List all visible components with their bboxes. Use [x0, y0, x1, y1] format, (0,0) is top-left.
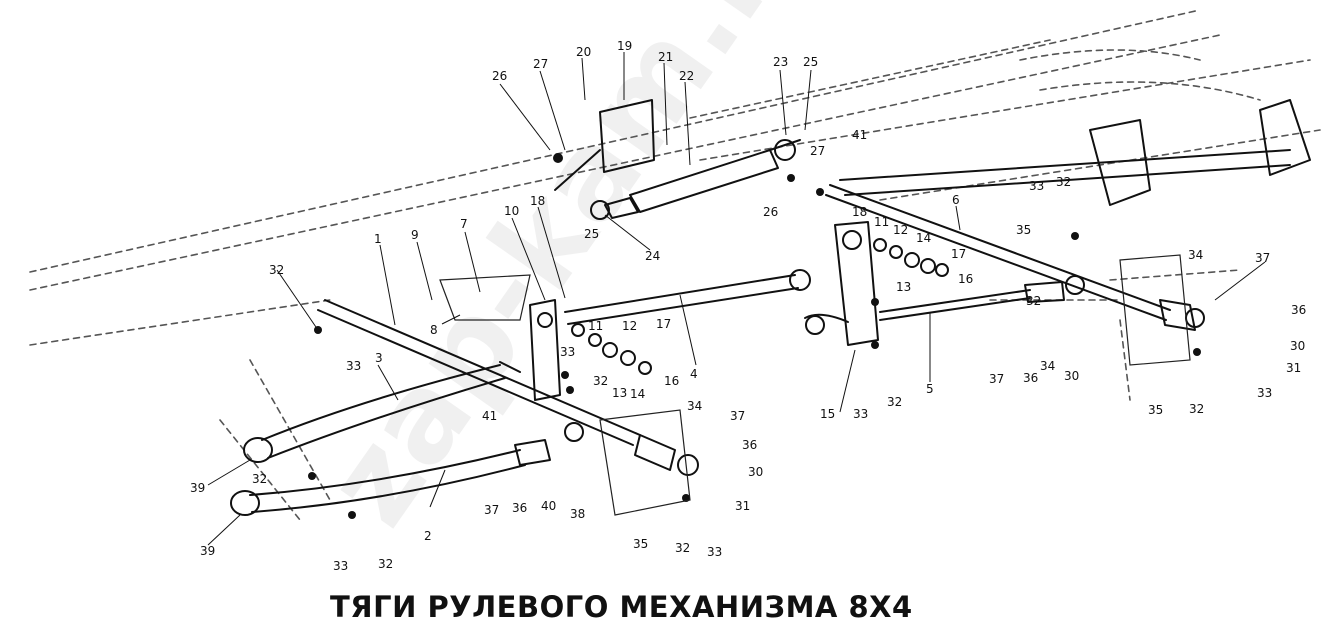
callout-34-rear: 34: [1188, 248, 1203, 262]
callout-14-rear: 14: [916, 231, 931, 245]
callout-34-mid: 34: [1040, 359, 1055, 373]
callout-32-f: 32: [887, 395, 902, 409]
callout-4: 4: [690, 367, 698, 381]
callout-16-rear: 16: [958, 272, 973, 286]
tie-rod-rear: [879, 275, 1085, 321]
callout-7: 7: [460, 217, 468, 231]
callout-36-rear: 36: [1291, 303, 1306, 317]
callout-2: 2: [424, 529, 432, 543]
callout-32-g: 32: [1056, 175, 1071, 189]
callout-20: 20: [576, 45, 591, 59]
callout-15: 15: [820, 407, 835, 421]
callout-32-b: 32: [252, 472, 267, 486]
tie-rod-3: [243, 361, 521, 463]
callout-33-b: 33: [333, 559, 348, 573]
pitman-arm-front: [529, 299, 561, 401]
leader-lines: [207, 52, 1266, 546]
callout-25-left: 25: [584, 227, 599, 241]
callout-37-rear: 37: [1255, 251, 1270, 265]
power-steering-cylinder: [590, 139, 801, 220]
callout-5: 5: [926, 382, 934, 396]
callout-39-lower: 39: [200, 544, 215, 558]
callout-33-e: 33: [853, 407, 868, 421]
callout-32-e: 32: [675, 541, 690, 555]
callout-12-rear: 12: [893, 223, 908, 237]
tie-rod-long: [825, 184, 1205, 331]
callout-24: 24: [645, 249, 660, 263]
tie-rod-2: [230, 422, 584, 516]
callout-41-left: 41: [482, 409, 497, 423]
callout-35-rear: 35: [1148, 403, 1163, 417]
callout-33-d: 33: [707, 545, 722, 559]
callout-27-right: 27: [810, 144, 825, 158]
callout-21: 21: [658, 50, 673, 64]
callout-17-front: 17: [656, 317, 671, 331]
callout-13-rear: 13: [896, 280, 911, 294]
callout-37-front: 37: [730, 409, 745, 423]
callout-13-front: 13: [612, 386, 627, 400]
callout-22: 22: [679, 69, 694, 83]
callout-30-front: 30: [748, 465, 763, 479]
callout-36-mid: 36: [1023, 371, 1038, 385]
callout-1: 1: [374, 232, 382, 246]
callout-23: 23: [773, 55, 788, 69]
callout-41-right: 41: [852, 128, 867, 142]
callout-32-c: 32: [378, 557, 393, 571]
callout-8: 8: [430, 323, 438, 337]
callout-30-mid: 30: [1064, 369, 1079, 383]
callout-18-rear: 18: [852, 205, 867, 219]
callout-37-mid: 37: [989, 372, 1004, 386]
callout-36-front: 36: [742, 438, 757, 452]
callout-9: 9: [411, 228, 419, 242]
callout-18-front: 18: [530, 194, 545, 208]
callout-11-front: 11: [588, 319, 603, 333]
callout-12-front: 12: [622, 319, 637, 333]
washers-nuts: [308, 174, 1201, 519]
callout-32-d: 32: [593, 374, 608, 388]
callout-27-left: 27: [533, 57, 548, 71]
callout-31-front: 31: [735, 499, 750, 513]
callout-3: 3: [375, 351, 383, 365]
callout-33-g: 33: [1257, 386, 1272, 400]
frame-rails: [29, 9, 1321, 521]
callout-34-front: 34: [687, 399, 702, 413]
callout-14-front: 14: [630, 387, 645, 401]
callout-40: 40: [541, 499, 556, 513]
spring-bracket: [839, 99, 1311, 206]
callout-33-c: 33: [560, 345, 575, 359]
pitman-arm-rear: [804, 221, 879, 346]
callout-37-left: 37: [484, 503, 499, 517]
tie-rod-1: [317, 299, 699, 476]
callout-26-right: 26: [763, 205, 778, 219]
callout-38: 38: [570, 507, 585, 521]
drag-link: [564, 269, 811, 325]
callout-11-rear: 11: [874, 215, 889, 229]
callout-33-f: 33: [1029, 179, 1044, 193]
callout-31-rear: 31: [1286, 361, 1301, 375]
callout-32-h: 32: [1189, 402, 1204, 416]
callout-35-mid: 35: [1016, 223, 1031, 237]
callout-17-rear: 17: [951, 247, 966, 261]
mounting-plate: [553, 99, 655, 191]
callout-32-i: 32: [1026, 294, 1041, 308]
callout-6: 6: [952, 193, 960, 207]
callout-36-left: 36: [512, 501, 527, 515]
diagram-title: ТЯГИ РУЛЕВОГО МЕХАНИЗМА 8Х4: [330, 590, 913, 624]
callout-35-front: 35: [633, 537, 648, 551]
knuckles: [439, 254, 1191, 516]
callout-26-left: 26: [492, 69, 507, 83]
callout-labels: 1 2 3 4 5 6 7 8 9 10 11 11 12 12 13 13 1…: [190, 39, 1306, 573]
callout-25-right: 25: [803, 55, 818, 69]
callout-30-rear: 30: [1290, 339, 1305, 353]
callout-10: 10: [504, 204, 519, 218]
callout-32-a: 32: [269, 263, 284, 277]
callout-19: 19: [617, 39, 632, 53]
callout-33-a: 33: [346, 359, 361, 373]
callout-39-upper: 39: [190, 481, 205, 495]
callout-16-front: 16: [664, 374, 679, 388]
